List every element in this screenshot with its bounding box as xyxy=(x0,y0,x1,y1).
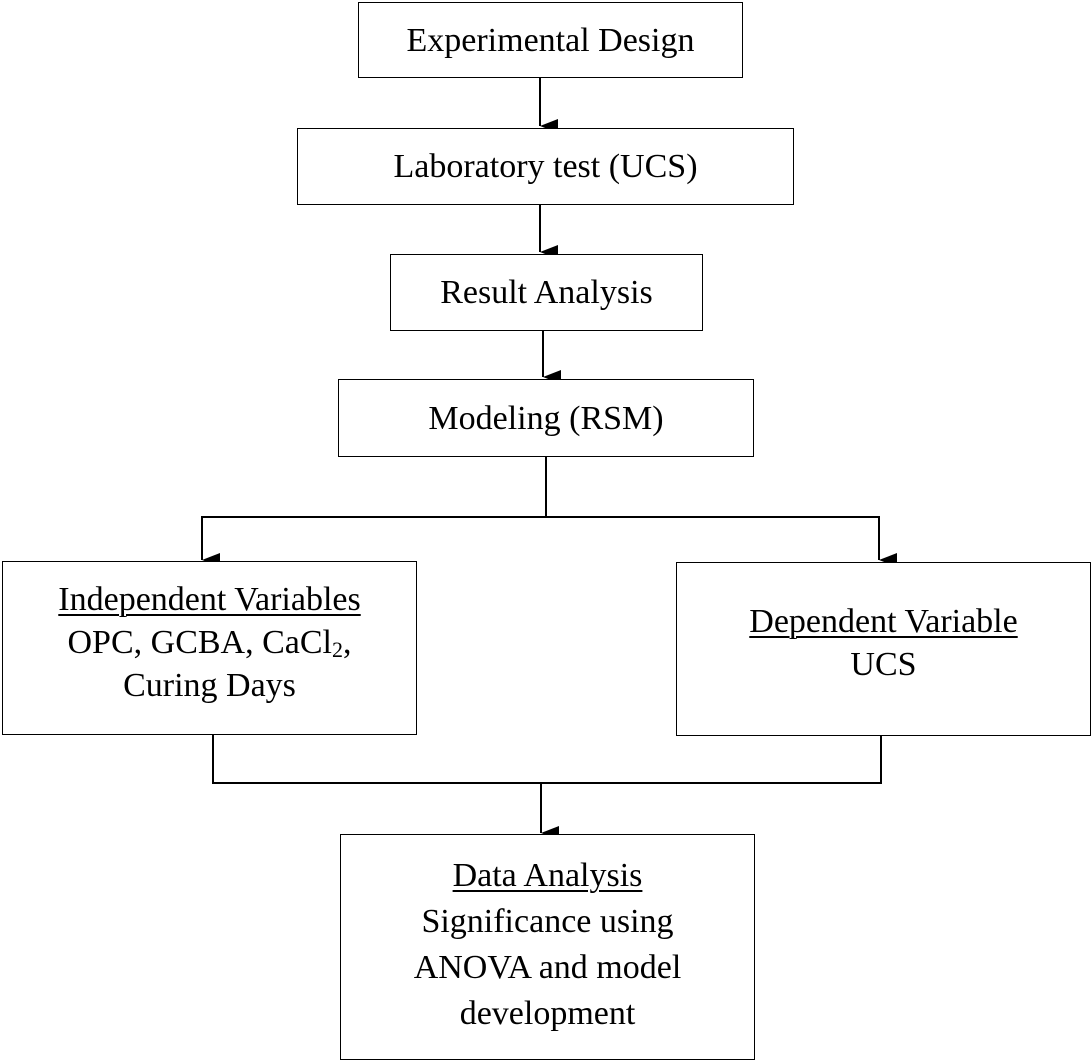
node-line: development xyxy=(459,995,636,1032)
node-line-text: OPC, GCBA, CaCl xyxy=(67,624,333,661)
node-line: Curing Days xyxy=(123,667,296,704)
node-independent-variables: Independent Variables OPC, GCBA, CaCl2, … xyxy=(2,561,417,735)
node-dependent-variable: Dependent Variable UCS xyxy=(676,562,1091,736)
node-modeling: Modeling (RSM) xyxy=(338,379,754,457)
node-line: Significance using xyxy=(421,903,674,940)
subscript: 2 xyxy=(332,637,343,662)
node-line: OPC, GCBA, CaCl2, xyxy=(68,621,352,664)
node-laboratory-test: Laboratory test (UCS) xyxy=(297,128,794,205)
node-heading: Data Analysis xyxy=(452,857,643,894)
node-data-analysis: Data Analysis Significance using ANOVA a… xyxy=(340,834,755,1060)
node-result-analysis: Result Analysis xyxy=(390,254,703,331)
node-heading: Independent Variables xyxy=(58,581,361,618)
node-heading: Dependent Variable xyxy=(749,603,1018,640)
node-line-suffix: , xyxy=(343,624,352,661)
node-line: UCS xyxy=(850,646,917,683)
node-label: Experimental Design xyxy=(406,21,695,59)
node-label: Laboratory test (UCS) xyxy=(393,148,698,185)
node-label: Result Analysis xyxy=(440,274,653,311)
node-experimental-design: Experimental Design xyxy=(358,2,743,78)
node-line: ANOVA and model xyxy=(413,949,682,986)
node-label: Modeling (RSM) xyxy=(428,399,664,437)
